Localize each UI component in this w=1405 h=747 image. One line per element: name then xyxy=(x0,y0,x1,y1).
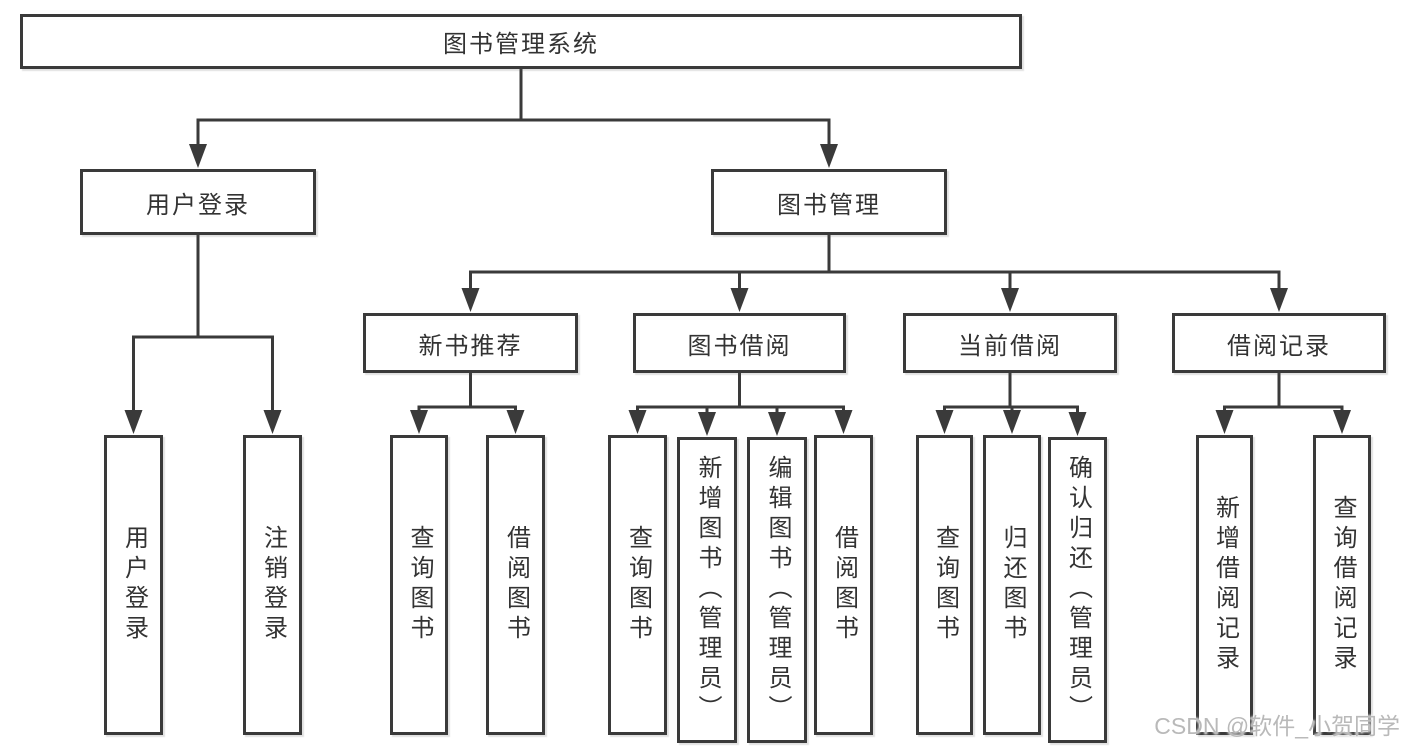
node-borrowing-records: 借阅记录 xyxy=(1172,313,1386,373)
leaf-add-borrow-record-label: 新增借阅记录 xyxy=(1211,495,1239,675)
leaf-query-books-2: 查询图书 xyxy=(608,435,667,735)
node-book-management: 图书管理 xyxy=(711,169,947,235)
leaf-logout-label: 注销登录 xyxy=(259,525,287,645)
node-borrowing-records-label: 借阅记录 xyxy=(1227,332,1331,360)
leaf-user-login: 用户登录 xyxy=(104,435,163,735)
leaf-query-books-3: 查询图书 xyxy=(916,435,973,735)
leaf-query-books-1-label: 查询图书 xyxy=(406,525,433,645)
leaf-query-borrow-record: 查询借阅记录 xyxy=(1313,435,1371,735)
node-user-login-label: 用户登录 xyxy=(146,191,250,219)
leaf-edit-book-admin: 编辑图书（管理员） xyxy=(747,437,807,743)
leaf-confirm-return-admin-label: 确认归还（管理员） xyxy=(1064,455,1092,725)
leaf-add-book-admin: 新增图书（管理员） xyxy=(677,437,737,743)
node-library-system: 图书管理系统 xyxy=(20,14,1022,69)
node-library-system-label: 图书管理系统 xyxy=(443,31,599,58)
node-new-book-recommend: 新书推荐 xyxy=(363,313,578,373)
leaf-borrow-books-2-label: 借阅图书 xyxy=(830,525,858,645)
leaf-return-books: 归还图书 xyxy=(983,435,1041,735)
leaf-query-books-1: 查询图书 xyxy=(390,435,448,735)
leaf-query-borrow-record-label: 查询借阅记录 xyxy=(1329,495,1356,675)
leaf-borrow-books-1: 借阅图书 xyxy=(486,435,545,735)
node-book-management-label: 图书管理 xyxy=(777,191,881,219)
leaf-query-books-2-label: 查询图书 xyxy=(624,525,652,645)
node-current-borrowing-label: 当前借阅 xyxy=(958,332,1062,360)
leaf-query-books-3-label: 查询图书 xyxy=(931,525,959,645)
watermark: CSDN @软件_小贺同学 xyxy=(1154,713,1400,739)
leaf-add-borrow-record: 新增借阅记录 xyxy=(1196,435,1253,735)
node-current-borrowing: 当前借阅 xyxy=(903,313,1117,373)
leaf-return-books-label: 归还图书 xyxy=(999,525,1026,645)
node-book-borrowing: 图书借阅 xyxy=(633,313,846,373)
leaf-borrow-books-1-label: 借阅图书 xyxy=(502,525,530,645)
leaf-confirm-return-admin: 确认归还（管理员） xyxy=(1048,437,1107,743)
node-new-book-recommend-label: 新书推荐 xyxy=(418,332,523,360)
node-book-borrowing-label: 图书借阅 xyxy=(687,332,792,360)
node-user-login: 用户登录 xyxy=(80,169,316,235)
leaf-logout: 注销登录 xyxy=(243,435,302,735)
leaf-add-book-admin-label: 新增图书（管理员） xyxy=(694,455,721,725)
leaf-user-login-label: 用户登录 xyxy=(120,525,148,645)
leaf-edit-book-admin-label: 编辑图书（管理员） xyxy=(764,455,791,725)
leaf-borrow-books-2: 借阅图书 xyxy=(814,435,873,735)
